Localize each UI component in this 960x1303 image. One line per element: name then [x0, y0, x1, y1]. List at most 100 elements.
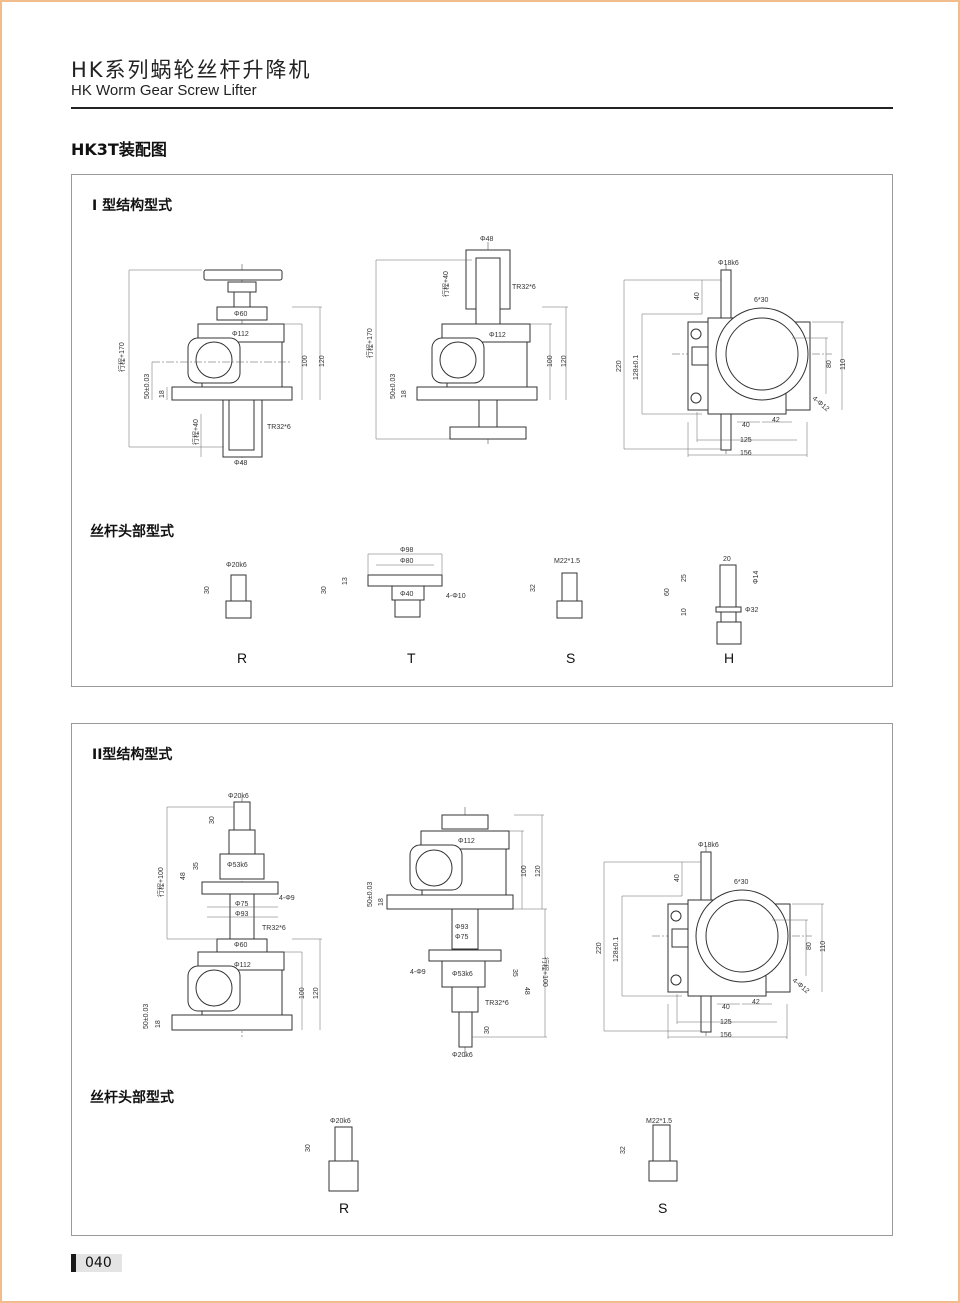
dim-label: 156	[740, 450, 752, 457]
dim-label: 行程+100	[156, 867, 165, 897]
dim-label: 32	[530, 584, 537, 592]
head-label-r: R	[339, 1200, 349, 1216]
dim-label: 30	[209, 816, 216, 824]
dim-label: TR32*6	[485, 1000, 509, 1007]
type1-front-view-a: Φ60 Φ112 行程+170 50±0.03 18 100 120 行程+40…	[117, 264, 326, 467]
dim-label: 100	[547, 355, 554, 367]
type1-head-r: Φ20k6 30 R	[204, 562, 252, 666]
dim-label: 4-Φ9	[279, 895, 295, 902]
dim-label: 20	[723, 556, 731, 563]
head-label-t: T	[407, 650, 416, 666]
dim-label: Φ75	[455, 934, 468, 941]
dim-label: M22*1.5	[554, 558, 580, 565]
dim-label: 110	[840, 359, 847, 370]
dim-label: 100	[302, 355, 309, 367]
dim-label: 25	[681, 574, 688, 582]
dim-label: Φ40	[400, 591, 413, 598]
dim-label: 120	[561, 355, 568, 367]
dim-label: Φ75	[235, 901, 248, 908]
dim-label: Φ60	[234, 311, 247, 318]
dim-label: 6*30	[754, 297, 769, 304]
dim-label: 35	[193, 862, 200, 870]
dim-label: Φ18k6	[718, 260, 739, 267]
type1-title: I 型结构型式	[92, 198, 173, 214]
dim-label: 4-Φ12	[811, 395, 831, 413]
dim-label: 4-Φ9	[410, 969, 426, 976]
dim-label: 120	[535, 865, 542, 877]
dim-label: 48	[180, 872, 187, 880]
dim-label: Φ18k6	[698, 842, 719, 849]
dim-label: Φ48	[234, 460, 247, 467]
dim-label: 156	[720, 1032, 732, 1039]
dim-label: Φ60	[234, 942, 247, 949]
type2-front-view-b: Φ112 50±0.03 18 100 120 Φ93 Φ75 4-Φ9 Φ53…	[367, 807, 550, 1059]
dim-label: 18	[378, 898, 385, 906]
head-label-r: R	[237, 650, 247, 666]
type2-title: II型结构型式	[92, 747, 173, 763]
dim-label: 50±0.03	[390, 374, 397, 399]
dim-label: 80	[826, 360, 833, 368]
page-number-badge: 040	[71, 1254, 122, 1272]
dim-label: Φ20k6	[228, 793, 249, 800]
dim-label: 6*30	[734, 879, 749, 886]
dim-label: Φ112	[458, 838, 475, 845]
dim-label: 4-Φ12	[791, 977, 811, 995]
dim-label: 30	[484, 1026, 491, 1034]
page-number: 040	[85, 1255, 112, 1271]
dim-label: 128±0.1	[613, 937, 620, 962]
dim-label: 80	[806, 942, 813, 950]
dim-label: 35	[511, 969, 518, 977]
type1-head-t: Φ98 Φ80 30 13 Φ40 4-Φ10 T	[321, 547, 466, 666]
dim-label: 220	[596, 942, 603, 954]
type1-heads-title: 丝杆头部型式	[90, 524, 174, 540]
dim-label: 30	[204, 586, 211, 594]
dim-label: 120	[319, 355, 326, 367]
type2-heads-title: 丝杆头部型式	[90, 1090, 174, 1106]
dim-label: 50±0.03	[367, 882, 374, 907]
dim-label: Φ48	[480, 236, 493, 243]
dim-label: 220	[616, 360, 623, 372]
dim-label: 40	[722, 1004, 730, 1011]
dim-label: 42	[772, 417, 780, 424]
dim-label: 60	[664, 588, 671, 596]
header-rule	[71, 107, 893, 109]
head-label-s: S	[658, 1200, 667, 1216]
dim-label: 行程+170	[365, 328, 374, 358]
title-english: HK Worm Gear Screw Lifter	[71, 82, 257, 99]
type2-head-r: Φ20k6 30 R	[305, 1118, 359, 1216]
dim-label: 18	[155, 1020, 162, 1028]
section-title: HK3T装配图	[71, 140, 167, 159]
type1-head-h: 20 Φ14 25 60 10 Φ32 H	[664, 556, 760, 666]
dim-label: 30	[321, 586, 328, 594]
dim-label: 110	[820, 941, 827, 952]
dim-label: 18	[159, 390, 166, 398]
dim-label: M22*1.5	[646, 1118, 672, 1125]
dim-label: 行程+170	[117, 342, 126, 372]
type2-front-view-a: Φ20k6 30 行程+100 48 35 Φ53k6 4-Φ9 Φ75 Φ93…	[143, 793, 322, 1037]
dim-label: 13	[342, 577, 349, 585]
dim-label: 48	[523, 987, 530, 995]
type1-front-view-b: Φ48 行程+40 TR32*6 Φ112 行程+170 50±0.03 18 …	[365, 236, 568, 444]
dim-label: 10	[681, 608, 688, 616]
dim-label: 50±0.03	[144, 374, 151, 399]
dim-label: 30	[305, 1144, 312, 1152]
dim-label: 行程+40	[191, 419, 200, 445]
dim-label: Φ14	[753, 571, 760, 584]
dim-label: Φ112	[232, 331, 249, 338]
dim-label: 行程+40	[441, 271, 450, 297]
dim-label: 125	[740, 437, 752, 444]
dim-label: 128±0.1	[633, 355, 640, 380]
head-label-s: S	[566, 650, 575, 666]
dim-label: Φ53k6	[227, 862, 248, 869]
dim-label: 120	[313, 987, 320, 999]
dim-label: 40	[674, 874, 681, 882]
type1-head-s: M22*1.5 32 S	[530, 558, 583, 666]
type2-head-s: M22*1.5 32 S	[620, 1118, 678, 1216]
head-label-h: H	[724, 650, 734, 666]
dim-label: TR32*6	[512, 284, 536, 291]
dim-label: 50±0.03	[143, 1004, 150, 1029]
dim-label: Φ93	[455, 924, 468, 931]
dim-label: 40	[694, 292, 701, 300]
dim-label: 行程+100	[541, 957, 550, 987]
